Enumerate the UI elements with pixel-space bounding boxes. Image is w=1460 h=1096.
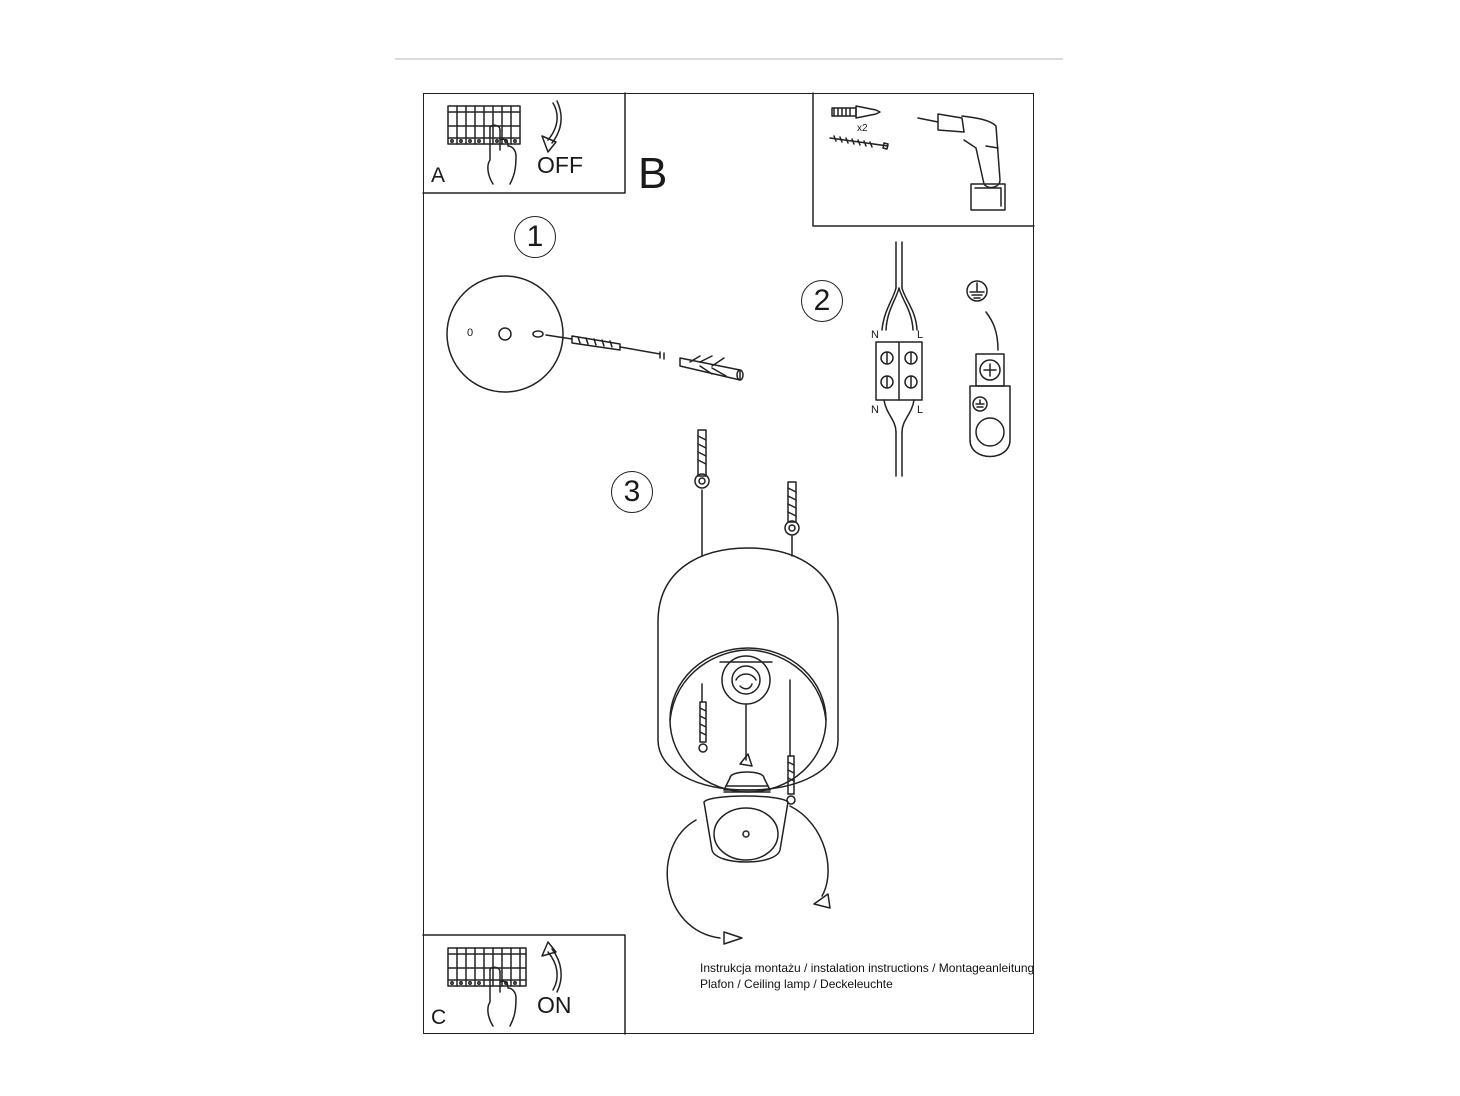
panel-c-letter: C	[431, 1006, 447, 1029]
caption-instructions: Instrukcja montażu / instalation instruc…	[700, 961, 1035, 975]
power-off-label: OFF	[537, 152, 583, 178]
terminal-block	[875, 241, 923, 477]
circuit-breaker-icon	[447, 105, 521, 145]
neutral-in-label: N	[871, 329, 879, 341]
live-in-label: L	[917, 329, 924, 341]
earth-terminal	[966, 280, 1011, 458]
power-on-label: ON	[537, 992, 572, 1018]
panel-c-frame	[422, 934, 626, 1035]
anchor-count: x2	[857, 123, 868, 134]
step-2-badge: 2	[801, 280, 843, 322]
canopy-mark: 0	[467, 327, 474, 339]
caption-product: Plafon / Ceiling lamp / Deckeleuchte	[700, 977, 893, 991]
neutral-out-label: N	[871, 404, 879, 416]
tools-panel-frame	[812, 92, 1035, 227]
hand-icon	[487, 124, 517, 185]
hand-icon	[487, 966, 517, 1027]
drill-icon	[917, 113, 1006, 211]
rotation-arrow-icon	[666, 805, 831, 945]
ceiling-canopy	[446, 275, 564, 393]
lamp-body	[657, 547, 839, 793]
switch-on-arrow-icon	[541, 941, 562, 993]
panel-b-letter: B	[638, 149, 668, 198]
screw-icon	[829, 135, 889, 150]
top-divider	[395, 58, 1063, 60]
live-out-label: L	[917, 404, 924, 416]
fixing-screw-with-plug	[545, 334, 744, 381]
step-3-badge: 3	[611, 471, 653, 513]
mounting-screws	[694, 429, 800, 557]
instruction-sheet	[423, 93, 1034, 1034]
step-1-badge: 1	[514, 216, 556, 258]
panel-a-letter: A	[431, 164, 446, 187]
inner-screws	[698, 679, 796, 805]
light-bulb	[703, 703, 789, 863]
panel-a-frame	[422, 92, 626, 194]
circuit-breaker-icon	[447, 947, 527, 987]
wall-plug-icon	[831, 105, 881, 119]
switch-off-arrow-icon	[541, 100, 562, 153]
lamp-socket	[719, 655, 773, 705]
